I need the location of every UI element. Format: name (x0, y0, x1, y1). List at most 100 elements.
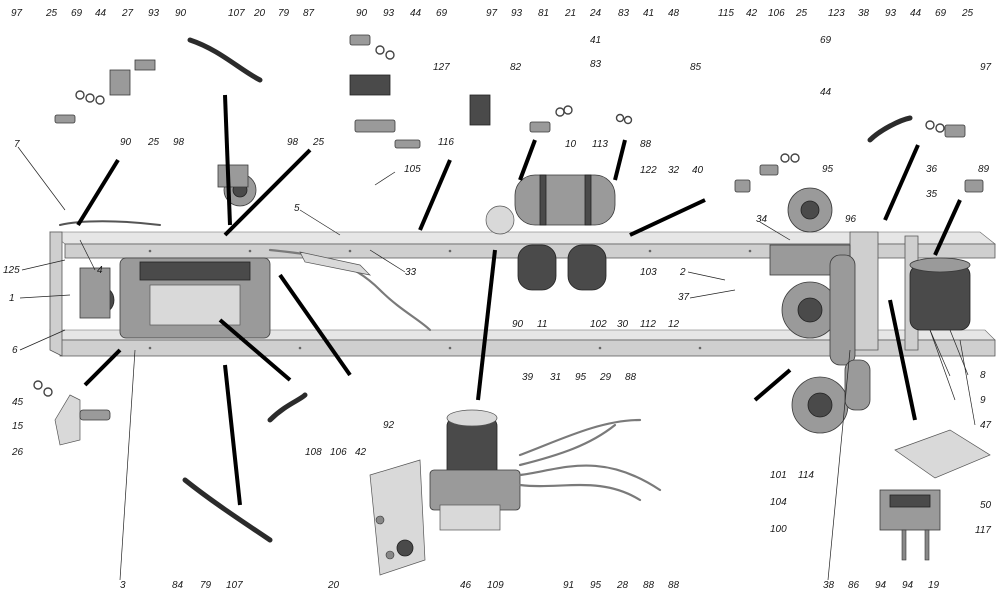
hose-bottom-left (182, 477, 273, 543)
callout-102: 102 (590, 319, 607, 330)
pointer-arrows (76, 94, 962, 506)
callout-117: 117 (975, 525, 991, 536)
callout-96: 96 (845, 214, 857, 225)
callout-127: 127 (433, 62, 450, 73)
callout-11: 11 (537, 319, 547, 330)
callout-37: 37 (678, 292, 690, 303)
fittings-top-center (349, 34, 421, 149)
bracket-front-bottom (33, 380, 111, 446)
callout-29: 29 (599, 372, 612, 383)
callout-33: 33 (405, 267, 417, 278)
callout-91: 91 (563, 580, 574, 591)
hose-top-right (867, 115, 913, 143)
callout-21: 21 (564, 8, 576, 19)
callout-105: 105 (404, 164, 421, 175)
callout-69: 69 (71, 8, 83, 19)
callout-87: 87 (303, 8, 315, 19)
callout-114: 114 (798, 470, 814, 481)
callout-90b: 90 (356, 8, 368, 19)
callout-35: 35 (926, 189, 938, 200)
callout-50: 50 (980, 500, 992, 511)
callout-25c: 25 (961, 8, 974, 19)
callout-12: 12 (668, 319, 680, 330)
callout-31: 31 (550, 372, 561, 383)
callout-69b: 69 (436, 8, 448, 19)
callout-106: 106 (768, 8, 785, 19)
callout-25: 25 (147, 137, 160, 148)
callout-41: 41 (590, 35, 601, 46)
callout-4: 4 (97, 265, 103, 276)
callout-113: 113 (592, 139, 608, 150)
callout-90: 90 (120, 137, 132, 148)
callout-41b: 41 (643, 8, 654, 19)
hose-mid-left (267, 392, 308, 423)
callout-83b: 83 (618, 8, 630, 19)
callout-26: 26 (11, 447, 24, 458)
fittings-top-mid (469, 94, 633, 133)
callout-1: 1 (9, 293, 15, 304)
air-tank-small-left (517, 244, 557, 291)
callout-95: 95 (590, 580, 602, 591)
callout-8: 8 (980, 370, 986, 381)
callout-2: 2 (679, 267, 686, 278)
callout-106: 106 (330, 447, 347, 458)
callout-122: 122 (640, 165, 657, 176)
callout-19: 19 (928, 580, 940, 591)
callout-95: 95 (575, 372, 587, 383)
callout-32: 32 (668, 165, 680, 176)
callout-40: 40 (692, 165, 704, 176)
callout-112: 112 (640, 319, 656, 330)
callout-88: 88 (668, 580, 680, 591)
callout-88: 88 (640, 139, 652, 150)
brake-tubes (518, 418, 662, 502)
callout-93c: 93 (511, 8, 523, 19)
callout-42: 42 (746, 8, 758, 19)
hose-top-left (187, 37, 263, 83)
callout-79: 79 (200, 580, 212, 591)
callout-24: 24 (589, 8, 602, 19)
callout-69: 69 (820, 35, 832, 46)
callout-20: 20 (327, 580, 340, 591)
callout-86: 86 (848, 580, 860, 591)
callout-30: 30 (617, 319, 629, 330)
callout-90: 90 (175, 8, 187, 19)
callout-85: 85 (690, 62, 702, 73)
callout-97c: 97 (980, 62, 992, 73)
callout-83: 83 (590, 59, 602, 70)
callout-48: 48 (668, 8, 680, 19)
callout-82: 82 (510, 62, 522, 73)
callout-97: 97 (11, 8, 23, 19)
callout-116: 116 (438, 137, 454, 148)
callout-93: 93 (148, 8, 160, 19)
callout-20: 20 (253, 8, 266, 19)
callout-27: 27 (121, 8, 134, 19)
callout-103: 103 (640, 267, 657, 278)
callout-45: 45 (12, 397, 24, 408)
fittings-top-right (734, 120, 984, 193)
exhaust-pipe (268, 248, 432, 332)
callout-101: 101 (770, 470, 787, 481)
callout-93d: 93 (885, 8, 897, 19)
callout-15: 15 (12, 421, 24, 432)
callout-95: 95 (822, 164, 834, 175)
callout-42: 42 (355, 447, 367, 458)
air-tank-small-right (567, 244, 607, 291)
callout-69c: 69 (935, 8, 947, 19)
callout-88: 88 (625, 372, 637, 383)
callout-labels: 97 25 69 44 27 93 90 107 20 79 87 90 93 … (3, 8, 992, 591)
callout-109: 109 (487, 580, 504, 591)
callout-89: 89 (978, 164, 990, 175)
callout-123: 123 (828, 8, 845, 19)
callout-84: 84 (172, 580, 184, 591)
callout-108: 108 (305, 447, 322, 458)
callout-25: 25 (45, 8, 58, 19)
callout-115: 115 (718, 8, 734, 19)
callout-6: 6 (12, 345, 18, 356)
callout-34: 34 (756, 214, 768, 225)
callout-107: 107 (228, 8, 245, 19)
callout-125: 125 (3, 265, 20, 276)
callout-38: 38 (823, 580, 835, 591)
leader-lines (17, 146, 976, 581)
callout-44: 44 (820, 87, 832, 98)
callout-100: 100 (770, 524, 787, 535)
